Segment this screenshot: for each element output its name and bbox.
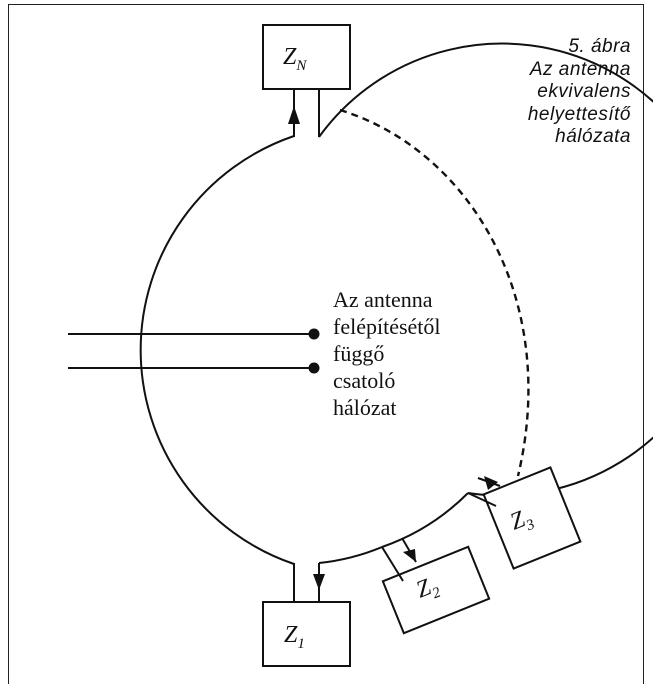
figure-caption: 5. ábra Az antenna ekvivalens helyettesí… bbox=[431, 36, 631, 149]
z3-lead-outer bbox=[467, 492, 497, 507]
continuation-dashed-arc bbox=[339, 108, 530, 477]
zn-label: ZN bbox=[283, 44, 307, 74]
figure-frame bbox=[8, 4, 644, 684]
coupling-network-label: Az antenna felépítésétől függő csatoló h… bbox=[333, 286, 441, 421]
center-line-4: csatoló bbox=[333, 368, 396, 393]
caption-number: 5. ábra bbox=[568, 36, 631, 57]
z2-box-group bbox=[381, 545, 491, 635]
caption-line-2: ekvivalens bbox=[537, 81, 631, 102]
center-line-1: Az antenna bbox=[333, 287, 433, 312]
z3-arrow-icon bbox=[484, 476, 498, 490]
coupling-network-circle bbox=[318, 42, 653, 497]
z3-box-group bbox=[482, 466, 582, 570]
circle-arc-z2-to-z1 bbox=[318, 546, 383, 564]
z1-label: Z1 bbox=[284, 622, 305, 652]
caption-line-1: Az antenna bbox=[529, 58, 631, 80]
z2-lead-outer bbox=[381, 546, 404, 582]
zn-arrow-icon bbox=[288, 106, 300, 124]
center-line-2: felépítésétől bbox=[333, 314, 441, 339]
center-line-3: függő bbox=[333, 341, 385, 366]
z1-arrow-icon bbox=[313, 574, 325, 590]
circle-arc-between-z3-z2 bbox=[381, 492, 469, 548]
caption-line-4: hálózata bbox=[555, 126, 631, 147]
z2-arrow-icon bbox=[403, 549, 416, 562]
feed-terminal-bottom bbox=[308, 362, 320, 374]
zn-box bbox=[262, 24, 351, 90]
circle-arc-left-top bbox=[139, 135, 295, 565]
caption-line-3: helyettesítő bbox=[527, 103, 631, 125]
z2-box bbox=[381, 545, 491, 635]
center-line-5: hálózat bbox=[333, 395, 397, 420]
z1-box bbox=[262, 601, 351, 667]
feed-terminal-top bbox=[308, 328, 320, 340]
z3-box bbox=[482, 466, 582, 570]
